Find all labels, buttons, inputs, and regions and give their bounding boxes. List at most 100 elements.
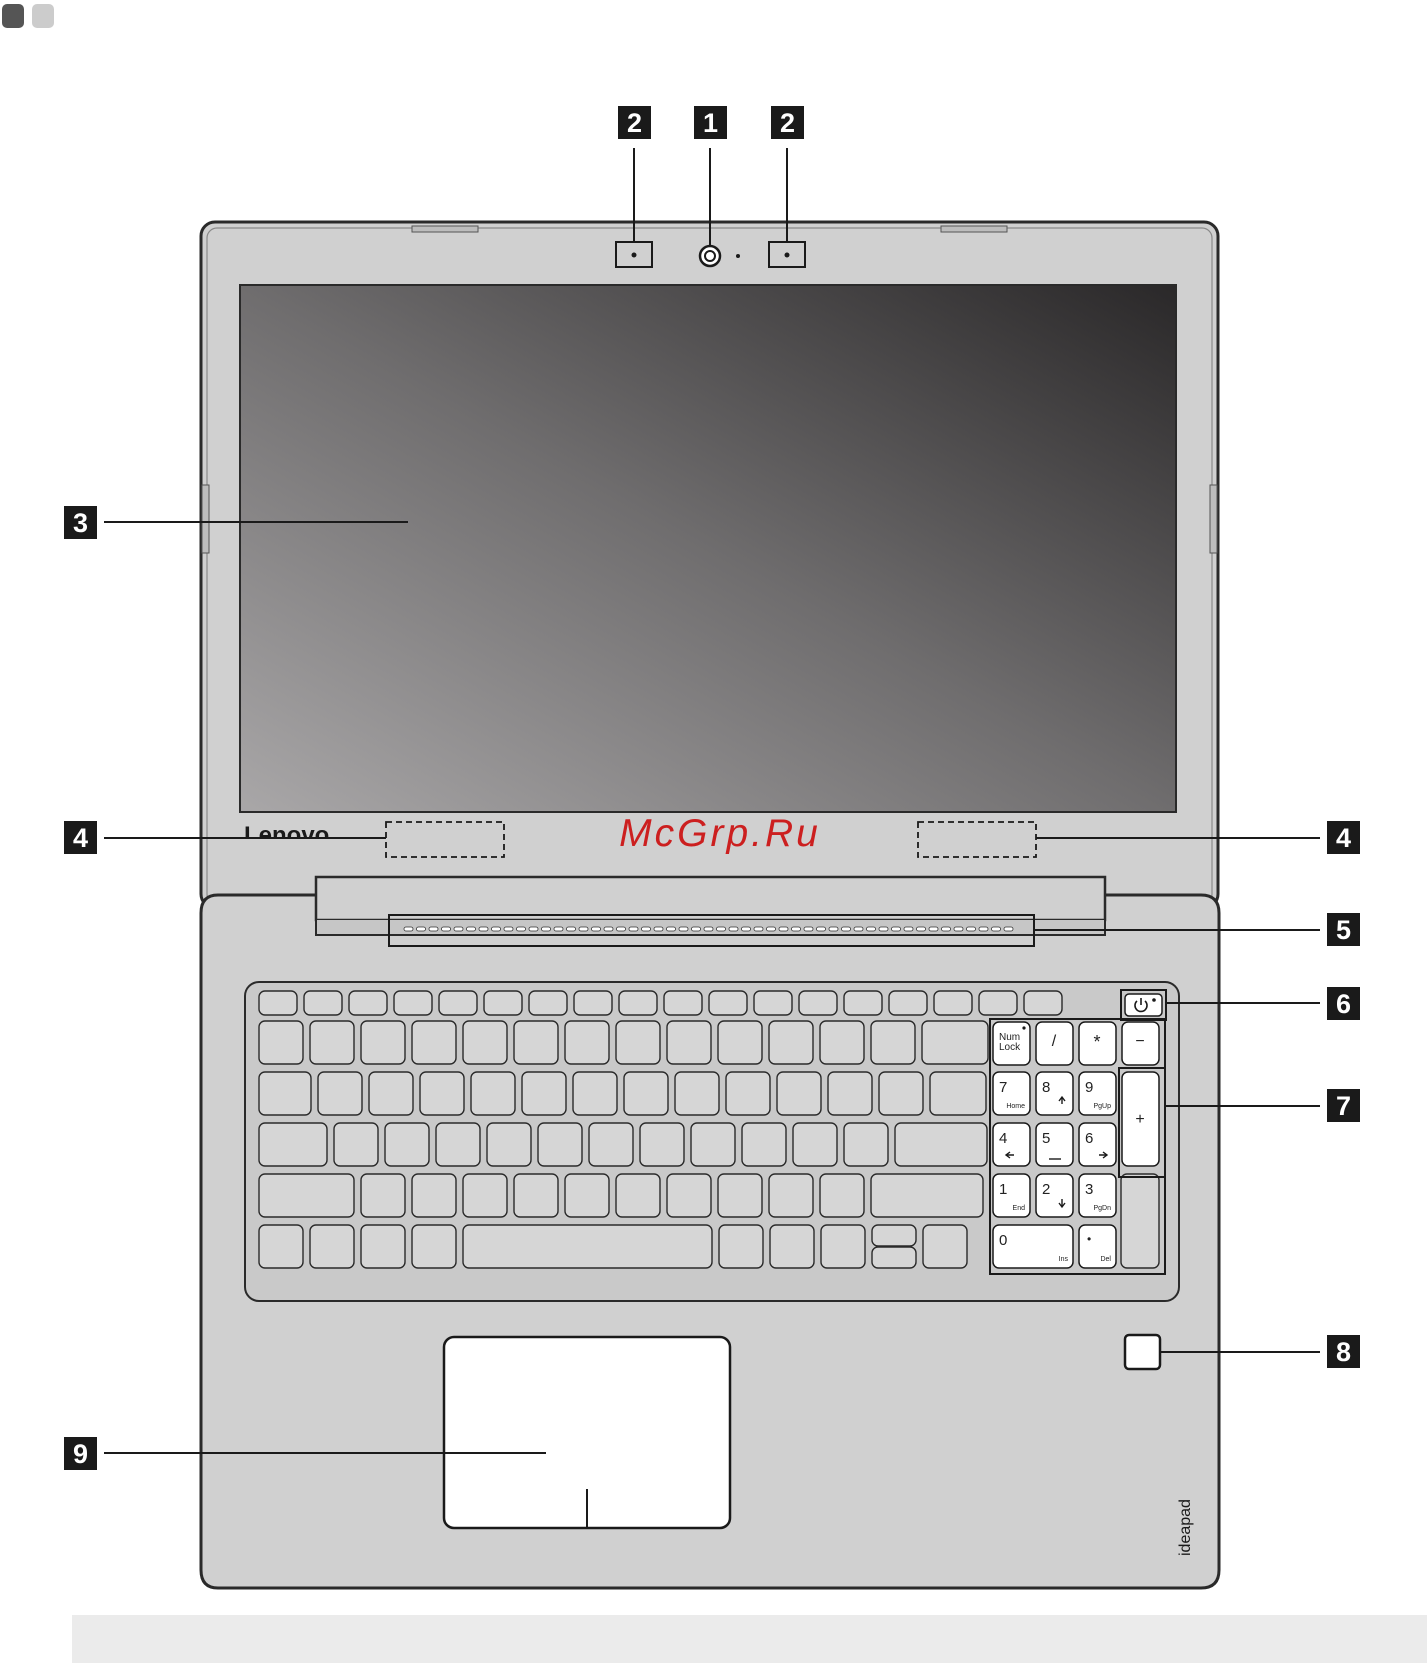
keyboard-key[interactable] — [922, 1021, 988, 1064]
keyboard-key[interactable] — [514, 1174, 558, 1217]
keyboard-key[interactable] — [889, 991, 927, 1015]
numpad-key[interactable]: 2 — [1036, 1174, 1073, 1217]
keyboard-key[interactable] — [522, 1072, 566, 1115]
keyboard-key[interactable] — [349, 991, 387, 1015]
numpad-key[interactable]: Del• — [1079, 1225, 1116, 1268]
numpad-key[interactable]: / — [1036, 1022, 1073, 1065]
keyboard-key[interactable] — [573, 1072, 617, 1115]
keyboard-key[interactable] — [624, 1072, 668, 1115]
keyboard-key[interactable] — [871, 1021, 915, 1064]
keyboard-key[interactable] — [619, 991, 657, 1015]
keyboard-key[interactable] — [412, 1021, 456, 1064]
keyboard-key[interactable] — [369, 1072, 413, 1115]
keyboard-key[interactable] — [574, 991, 612, 1015]
keyboard-key[interactable] — [820, 1174, 864, 1217]
keyboard-key[interactable] — [259, 1225, 303, 1268]
keyboard-key[interactable] — [718, 1021, 762, 1064]
numpad-key[interactable]: 6 — [1079, 1123, 1116, 1166]
keyboard-key[interactable] — [259, 1174, 354, 1217]
keyboard-key[interactable] — [709, 991, 747, 1015]
keyboard-key[interactable] — [872, 1247, 916, 1268]
numpad-key[interactable]: − — [1122, 1022, 1159, 1065]
numpad-key[interactable]: 5 — [1036, 1123, 1073, 1166]
keyboard-key[interactable] — [334, 1123, 378, 1166]
keyboard-key[interactable] — [769, 1021, 813, 1064]
keyboard-key[interactable] — [872, 1225, 916, 1246]
keyboard-key[interactable] — [259, 991, 297, 1015]
keyboard-key[interactable] — [412, 1174, 456, 1217]
keyboard-key[interactable] — [769, 1174, 813, 1217]
keyboard-key[interactable] — [616, 1174, 660, 1217]
keyboard-key[interactable] — [259, 1072, 311, 1115]
keyboard-key[interactable] — [1024, 991, 1062, 1015]
power-button[interactable] — [1125, 994, 1162, 1016]
keyboard-key[interactable] — [934, 991, 972, 1015]
keyboard-key[interactable] — [310, 1225, 354, 1268]
keyboard-key[interactable] — [667, 1174, 711, 1217]
keyboard-key[interactable] — [718, 1174, 762, 1217]
keyboard-key[interactable] — [385, 1123, 429, 1166]
keyboard-key[interactable] — [616, 1021, 660, 1064]
keyboard-key[interactable] — [799, 991, 837, 1015]
keyboard-key[interactable] — [394, 991, 432, 1015]
numpad-key[interactable]: * — [1079, 1022, 1116, 1065]
keyboard-key[interactable] — [487, 1123, 531, 1166]
keyboard-key[interactable] — [742, 1123, 786, 1166]
keyboard-key[interactable] — [463, 1174, 507, 1217]
keyboard-key[interactable] — [719, 1225, 763, 1268]
keyboard-key[interactable] — [844, 1123, 888, 1166]
keyboard-key[interactable] — [589, 1123, 633, 1166]
keyboard-key[interactable] — [436, 1123, 480, 1166]
keyboard-key[interactable] — [514, 1021, 558, 1064]
numpad-key[interactable]: 8 — [1036, 1072, 1073, 1115]
keyboard-key[interactable] — [361, 1225, 405, 1268]
keyboard-key[interactable] — [412, 1225, 456, 1268]
keyboard-key[interactable] — [664, 991, 702, 1015]
fingerprint-reader[interactable] — [1125, 1335, 1160, 1369]
keyboard-key[interactable] — [310, 1021, 354, 1064]
keyboard-key[interactable] — [923, 1225, 967, 1268]
keyboard-key[interactable] — [565, 1021, 609, 1064]
keyboard-key[interactable] — [979, 991, 1017, 1015]
keyboard-key[interactable] — [675, 1072, 719, 1115]
keyboard-key[interactable] — [793, 1123, 837, 1166]
keyboard-key[interactable] — [529, 991, 567, 1015]
keyboard-key[interactable] — [318, 1072, 362, 1115]
keyboard-key[interactable] — [304, 991, 342, 1015]
keyboard-key[interactable] — [770, 1225, 814, 1268]
keyboard-key[interactable] — [777, 1072, 821, 1115]
keyboard-key[interactable] — [361, 1174, 405, 1217]
numpad-key[interactable]: 4 — [993, 1123, 1030, 1166]
keyboard-key[interactable] — [691, 1123, 735, 1166]
keyboard-key[interactable] — [726, 1072, 770, 1115]
keyboard-key[interactable] — [361, 1021, 405, 1064]
keyboard-key[interactable] — [871, 1174, 983, 1217]
keyboard-key[interactable] — [844, 991, 882, 1015]
keyboard-key[interactable] — [420, 1072, 464, 1115]
keyboard-key[interactable] — [463, 1021, 507, 1064]
keyboard-key[interactable] — [484, 991, 522, 1015]
keyboard-key[interactable] — [879, 1072, 923, 1115]
keyboard-key[interactable] — [820, 1021, 864, 1064]
keyboard-key[interactable] — [930, 1072, 986, 1115]
keyboard-key[interactable] — [828, 1072, 872, 1115]
keyboard-key[interactable] — [259, 1123, 327, 1166]
numpad-key[interactable]: + — [1122, 1072, 1159, 1166]
keyboard-key[interactable] — [565, 1174, 609, 1217]
keyboard-key[interactable] — [259, 1021, 303, 1064]
keyboard-key[interactable] — [439, 991, 477, 1015]
keyboard-key[interactable] — [640, 1123, 684, 1166]
keyboard-key[interactable] — [538, 1123, 582, 1166]
keyboard-key[interactable] — [667, 1021, 711, 1064]
keyboard-key[interactable] — [463, 1225, 712, 1268]
keyboard-key[interactable] — [754, 991, 792, 1015]
keyboard-key[interactable] — [821, 1225, 865, 1268]
keyboard-key[interactable] — [1121, 1174, 1159, 1268]
keyboard-key[interactable] — [895, 1123, 987, 1166]
